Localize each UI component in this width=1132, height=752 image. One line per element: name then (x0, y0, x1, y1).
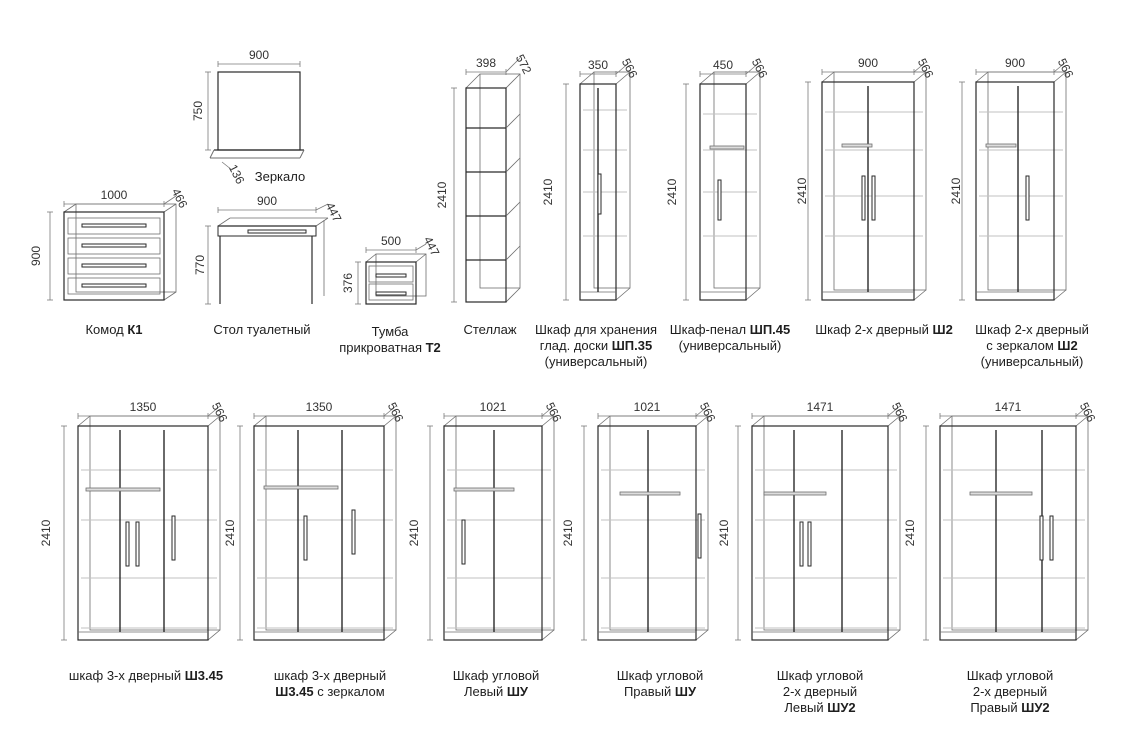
dim-width-label: 900 (249, 48, 269, 62)
dim-height-label: 2410 (665, 178, 679, 205)
wardrobe-shu2-left-drawing: 1471 566 2410 (717, 400, 911, 641)
wardrobe-sh2-drawing: 900 566 2410 (795, 56, 937, 301)
dim-depth-label: 566 (889, 400, 911, 424)
mirror-drawing: 900 750 136 Зеркало (191, 48, 305, 187)
dim-height-label: 2410 (949, 177, 963, 204)
dim-width-label: 1471 (995, 400, 1022, 414)
caption-table: Стол туалетный (213, 322, 311, 337)
wardrobe-sh345-mirror-drawing: 1350 566 2410 (223, 400, 407, 641)
dim-height-label: 2410 (717, 519, 731, 546)
dim-width-label: 900 (1005, 56, 1025, 70)
dim-depth-label: 572 (513, 52, 535, 76)
dim-height-label: 2410 (435, 181, 449, 208)
dim-depth-label: 566 (1077, 400, 1099, 424)
dressing-table-drawing: 900 447 770 (193, 194, 345, 305)
open-rack-drawing: 398 572 2410 (435, 52, 535, 303)
wardrobe-shp45-drawing: 450 566 2410 (665, 56, 771, 301)
wardrobe-sh2-mirror-drawing: 900 566 2410 (949, 56, 1077, 301)
wardrobe-shu-left-drawing: 1021 566 2410 (407, 400, 565, 641)
dim-height-label: 770 (193, 255, 207, 275)
dim-width-label: 350 (588, 58, 608, 72)
dim-height-label: 2410 (561, 519, 575, 546)
dim-height-label: 900 (29, 246, 43, 266)
dim-depth-label: 566 (619, 56, 641, 80)
dim-width-label: 1021 (480, 400, 507, 414)
dim-height-label: 750 (191, 101, 205, 121)
dim-depth-label: 136 (226, 162, 248, 186)
dim-width-label: 900 (858, 56, 878, 70)
dim-height-label: 2410 (541, 178, 555, 205)
nightstand-t2-drawing: 500 447 376 (341, 234, 443, 305)
wardrobe-shu2-right-drawing: 1471 566 2410 (903, 400, 1099, 641)
dim-height-label: 2410 (223, 519, 237, 546)
dim-depth-label: 566 (749, 56, 771, 80)
dim-height-label: 2410 (39, 519, 53, 546)
wardrobe-sh345-drawing: 1350 566 2410 (39, 400, 231, 641)
dim-width-label: 450 (713, 58, 733, 72)
dim-depth-label: 566 (697, 400, 719, 424)
dim-depth-label: 447 (421, 234, 443, 258)
wardrobe-shu-right-drawing: 1021 566 2410 (561, 400, 719, 641)
dim-depth-label: 566 (385, 400, 407, 424)
dim-width-label: 500 (381, 234, 401, 248)
dim-width-label: 398 (476, 56, 496, 70)
dim-height-label: 2410 (903, 519, 917, 546)
caption-mirror: Зеркало (255, 169, 305, 184)
dim-width-label: 1350 (306, 400, 333, 414)
dim-depth-label: 566 (209, 400, 231, 424)
dim-width-label: 1350 (130, 400, 157, 414)
dim-width-label: 900 (257, 194, 277, 208)
dim-width-label: 1021 (634, 400, 661, 414)
dim-height-label: 2410 (407, 519, 421, 546)
dim-depth-label: 566 (1055, 56, 1077, 80)
caption-shp45: Шкаф-пенал ШП.45(универсальный) (669, 322, 791, 353)
dim-depth-label: 447 (323, 200, 345, 224)
caption-k1: Комод К1 (85, 322, 143, 337)
dim-depth-label: 566 (543, 400, 565, 424)
wardrobe-shp35-drawing: 350 566 2410 (541, 56, 641, 301)
caption-sh2: Шкаф 2-х дверный Ш2 (815, 322, 953, 337)
dim-height-label: 2410 (795, 177, 809, 204)
dim-width-label: 1000 (101, 188, 128, 202)
dim-depth-label: 566 (915, 56, 937, 80)
caption-rack: Стеллаж (463, 322, 517, 337)
dim-height-label: 376 (341, 273, 355, 293)
caption-sh345: шкаф 3-х дверный Ш3.45 (68, 668, 224, 683)
dim-width-label: 1471 (807, 400, 834, 414)
